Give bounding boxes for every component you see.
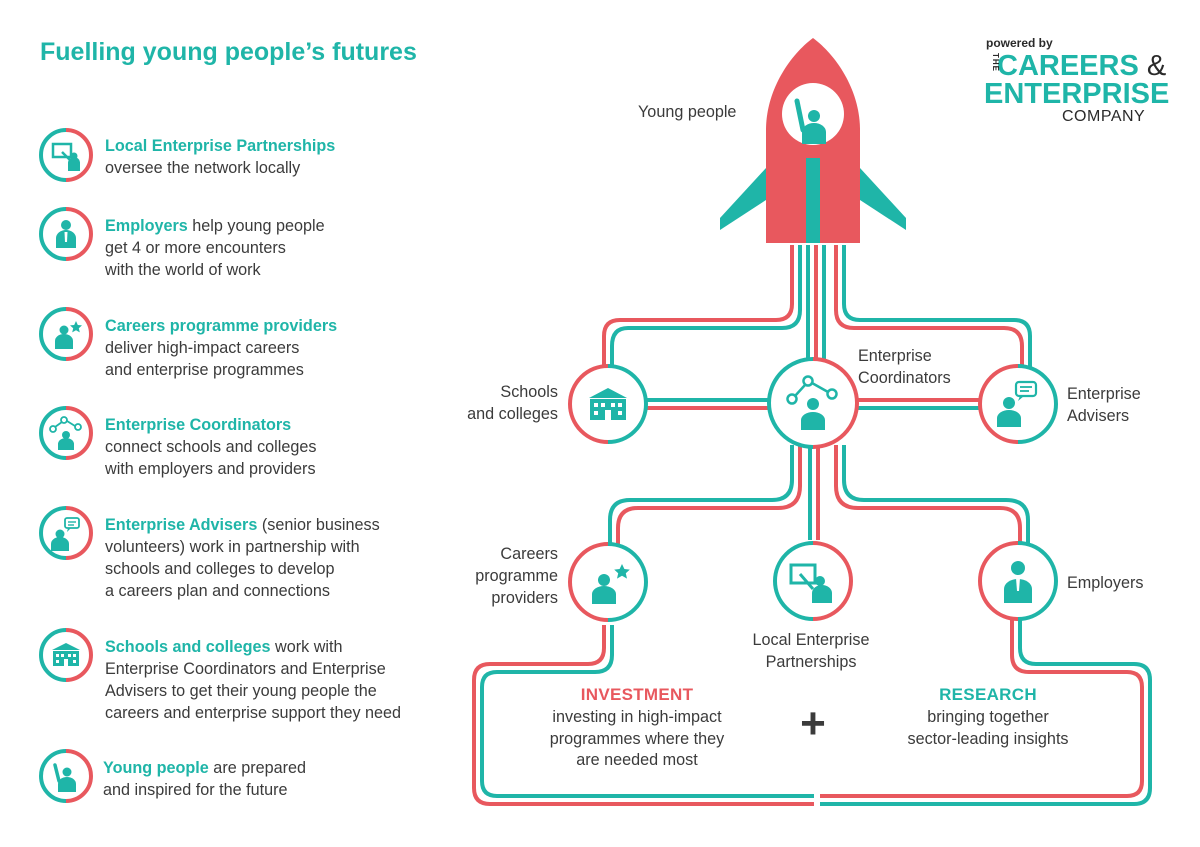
label-young-people: Young people	[638, 103, 737, 121]
logo-company: COMPANY	[1062, 108, 1146, 125]
label-line: providers	[491, 589, 558, 607]
legend-highlight: Enterprise Advisers	[105, 516, 258, 534]
legend-line: and enterprise programmes	[105, 361, 304, 379]
label-advisers: Enterprise Advisers	[1067, 383, 1141, 427]
label-line: Coordinators	[858, 369, 951, 387]
legend-highlight: Careers programme providers	[105, 317, 338, 335]
advisers-node	[978, 364, 1058, 444]
research-body: bringing together sector-leading insight…	[868, 707, 1108, 750]
lep-node	[773, 541, 853, 621]
investment-body: investing in high-impact programmes wher…	[517, 707, 757, 772]
legend-line: deliver high-impact careers	[105, 339, 300, 357]
legend-line: Enterprise Coordinators and Enterprise	[105, 660, 386, 678]
person-speech-icon	[39, 506, 93, 560]
logo-the: THE	[991, 53, 1000, 72]
legend-highlight: Schools and colleges	[105, 638, 271, 656]
label-line: Local Enterprise	[752, 631, 870, 649]
legend-line: careers and enterprise support they need	[105, 704, 402, 722]
label-providers: Careers programme providers	[460, 543, 558, 609]
label-line: and colleges	[467, 405, 558, 423]
legend-rest: are prepared	[208, 759, 307, 777]
legend-line: volunteers) work in partnership with	[105, 538, 360, 556]
body-line: investing in high-impact	[552, 708, 722, 726]
legend-line: with employers and providers	[105, 460, 316, 478]
employers-node	[978, 541, 1058, 621]
investment-title: INVESTMENT	[580, 685, 694, 704]
label-line: Enterprise	[1067, 385, 1141, 403]
legend-line: a careers plan and connections	[105, 582, 330, 600]
employer-icon	[39, 207, 93, 261]
person-star-icon	[39, 307, 93, 361]
coordinators-node	[767, 357, 859, 449]
rocket	[720, 38, 906, 243]
legend-highlight: Local Enterprise Partnerships	[105, 137, 336, 155]
legend-line: and inspired for the future	[103, 781, 288, 799]
legend-line: Advisers to get their young people the	[105, 682, 377, 700]
label-line: Advisers	[1067, 407, 1130, 425]
legend-highlight: Employers	[105, 217, 188, 235]
logo-careers: CAREERS	[997, 50, 1139, 82]
schools-node	[568, 364, 648, 444]
logo-enterprise: ENTERPRISE	[984, 78, 1170, 110]
body-line: programmes where they	[549, 729, 725, 748]
legend-highlight: Young people	[103, 759, 209, 777]
legend-line: oversee the network locally	[105, 159, 301, 177]
label-line: Schools	[500, 383, 558, 401]
research-loop-teal	[820, 618, 1152, 806]
body-line: sector-leading insights	[907, 729, 1069, 748]
school-icon	[39, 628, 93, 682]
body-line: are needed most	[576, 751, 698, 769]
investment-loop-teal	[480, 625, 814, 798]
plus-sign: +	[800, 699, 826, 748]
legend-rest: help young people	[187, 217, 325, 235]
legend-line: schools and colleges to develop	[105, 560, 335, 578]
investment-loop-coral	[472, 625, 814, 806]
label-line: Enterprise	[858, 347, 932, 365]
label-line: Careers	[500, 545, 558, 563]
legend-highlight: Enterprise Coordinators	[105, 416, 292, 434]
research-title: RESEARCH	[939, 685, 1037, 704]
legend-line: connect schools and colleges	[105, 438, 317, 456]
logo-powered-by: powered by	[986, 36, 1053, 50]
legend-line: with the world of work	[105, 261, 261, 279]
legend-line: get 4 or more encounters	[105, 239, 286, 257]
company-logo: powered by THE CAREERS & ENTERPRISE COMP…	[984, 36, 1174, 126]
logo-ampersand: &	[1146, 50, 1167, 82]
label-schools: Schools and colleges	[460, 381, 558, 425]
network-person-icon	[39, 406, 93, 460]
label-line: programme	[475, 567, 558, 585]
body-line: bringing together	[927, 708, 1049, 726]
young-person-icon	[39, 749, 93, 803]
label-employers: Employers	[1067, 574, 1144, 592]
label-lep: Local Enterprise Partnerships	[733, 629, 889, 673]
label-line: Partnerships	[765, 653, 857, 671]
page-title: Fuelling young people’s futures	[40, 38, 417, 66]
label-coordinators: Enterprise Coordinators	[858, 345, 951, 389]
research-loop-coral	[820, 618, 1144, 798]
legend-rest: (senior business	[257, 516, 380, 534]
providers-node	[568, 542, 648, 622]
legend-rest: work with	[270, 638, 343, 656]
young-person-head	[808, 110, 820, 122]
presentation-icon	[39, 128, 93, 182]
